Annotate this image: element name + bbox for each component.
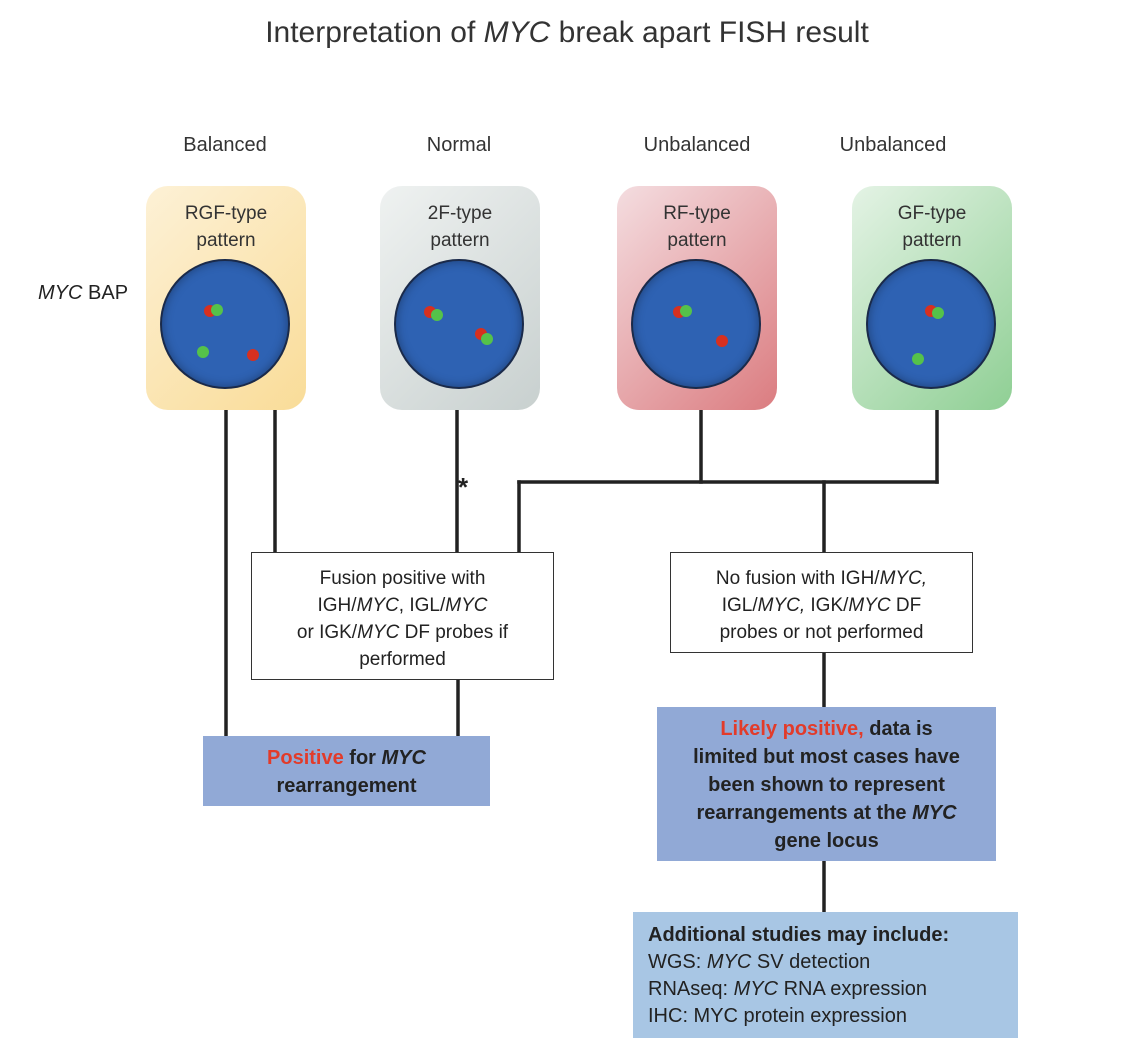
category-unbalanced-rf: Unbalanced [643, 134, 751, 156]
green-signal [912, 353, 924, 365]
study-item: WGS: MYC SV detection [648, 951, 871, 973]
category-balanced: Balanced [183, 134, 267, 156]
green-signal [211, 304, 223, 316]
positive-result-box: Positive for MYC rearrangement [203, 736, 490, 806]
no-fusion-box: No fusion with IGH/MYC, IGL/MYC, IGK/MYC… [670, 552, 973, 653]
green-signal [197, 346, 209, 358]
study-item: RNAseq: MYC RNA expression [648, 978, 928, 1000]
nucleus [633, 261, 759, 387]
nucleus [868, 261, 994, 387]
category-normal: Normal [426, 134, 492, 156]
red-signal [716, 335, 728, 347]
additional-studies-box: Additional studies may include: WGS: MYC… [633, 912, 1018, 1038]
nucleus [162, 261, 288, 387]
red-signal [247, 349, 259, 361]
green-signal [680, 305, 692, 317]
study-item: IHC: MYC protein expression [648, 1005, 907, 1027]
asterisk-footnote-mark: * [458, 472, 469, 502]
green-signal [932, 307, 944, 319]
category-unbalanced-gf: Unbalanced [839, 134, 947, 156]
fusion-positive-box: Fusion positive with IGH/MYC, IGL/MYC or… [251, 552, 554, 680]
diagram-title: Interpretation of MYC break apart FISH r… [265, 16, 869, 49]
probe-label: MYC BAP [38, 282, 129, 304]
nucleus [396, 261, 522, 387]
green-signal [481, 333, 493, 345]
likely-positive-box: Likely positive, data is limited but mos… [657, 707, 996, 861]
green-signal [431, 309, 443, 321]
